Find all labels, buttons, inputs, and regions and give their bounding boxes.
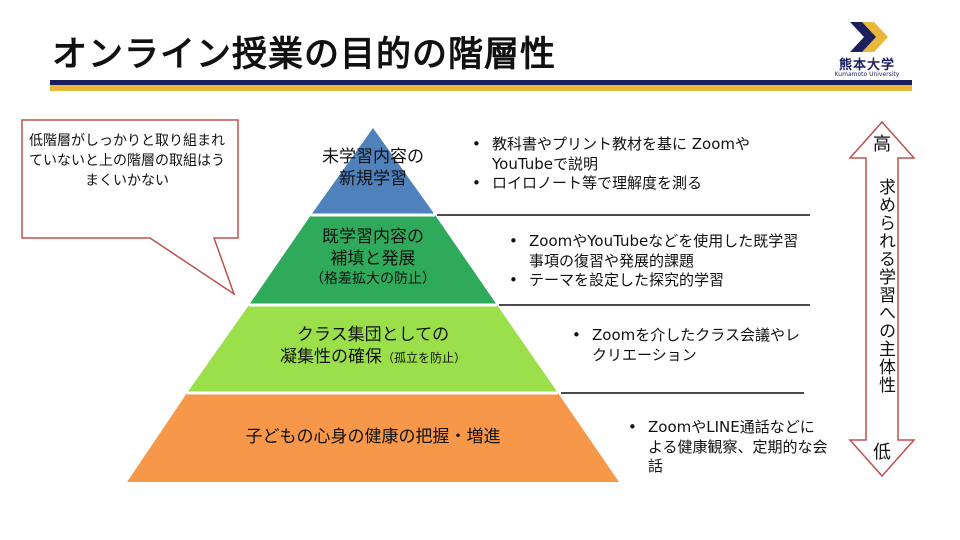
pyramid-tier-3-shape	[187, 305, 558, 393]
tier-4-bullets: ZoomやLINE通話などによる健康観察、定期的な会話	[626, 418, 828, 477]
callout-shape	[21, 119, 239, 296]
tier-3-line-2: 凝集性の確保	[279, 347, 382, 368]
pyramid-tier-2-shape	[249, 215, 497, 305]
slide-title: オンライン授業の目的の階層性	[52, 35, 557, 75]
double-arrow-shape	[848, 120, 916, 478]
pyramid-tier-1-shape	[311, 128, 435, 215]
logo-name-jp: 熊本大学	[838, 58, 895, 73]
tier-3-bullet-1: Zoomを介したクラス会議やレクリエーション	[570, 326, 810, 365]
university-logo: 熊本大学 Kumamoto University	[822, 20, 912, 80]
tier-2-line-1: 既学習内容の	[322, 227, 424, 247]
tier-2-sub: （格差拡大の防止）	[310, 271, 436, 288]
tier-2-line-2: 補填と発展	[330, 249, 416, 270]
arrow-bottom-label: 低	[873, 442, 891, 463]
logo-name-en: Kumamoto University	[834, 71, 900, 78]
tier-1-bullet-1: 教科書やプリント教材を基に ZoomやYouTubeで説明	[470, 135, 770, 174]
pyramid-tier-4-label: 子どもの心身の健康の把握・増進	[203, 426, 543, 448]
chevron-logo-icon	[850, 22, 888, 52]
arrow-top-label: 高	[873, 134, 891, 155]
callout-text: 低階層がしっかりと取り組まれていないと上の階層の取組はうまくいかない	[29, 133, 225, 189]
tier-3-bullets: Zoomを介したクラス会議やレクリエーション	[570, 326, 810, 365]
pyramid-tier-3-label: クラス集団としての 凝集性の確保（孤立を防止）	[253, 324, 493, 368]
tier-1-line-2: 新規学習	[339, 169, 407, 190]
arrow-vertical-label: 求められる学習への主体性	[875, 178, 895, 394]
tier-2-bullet-1: ZoomやYouTubeなどを使用した既学習事項の復習や発展的課題	[507, 232, 809, 271]
tier-3-line-1: クラス集団としての	[296, 325, 450, 345]
tier-1-bullets: 教科書やプリント教材を基に ZoomやYouTubeで説明 ロイロノート等で理解…	[470, 135, 770, 194]
tier-3-sub: （孤立を防止）	[381, 351, 466, 366]
tier-2-bullets: ZoomやYouTubeなどを使用した既学習事項の復習や発展的課題 テーマを設定…	[507, 232, 809, 291]
title-rule-navy	[50, 80, 912, 85]
tier-1-line-1: 未学習内容の	[322, 147, 424, 167]
pyramid-tier-2-label: 既学習内容の 補填と発展 （格差拡大の防止）	[278, 226, 468, 288]
pyramid-tier-4-shape	[127, 393, 619, 482]
tier-4-line-1: 子どもの心身の健康の把握・増進	[245, 427, 501, 447]
title-rule-gold	[50, 85, 912, 91]
tier-2-bullet-2: テーマを設定した探究的学習	[507, 271, 809, 291]
tier-4-bullet-1: ZoomやLINE通話などによる健康観察、定期的な会話	[626, 418, 828, 477]
tier-1-bullet-2: ロイロノート等で理解度を測る	[470, 174, 770, 194]
pyramid-tier-1-label: 未学習内容の 新規学習	[293, 146, 453, 190]
